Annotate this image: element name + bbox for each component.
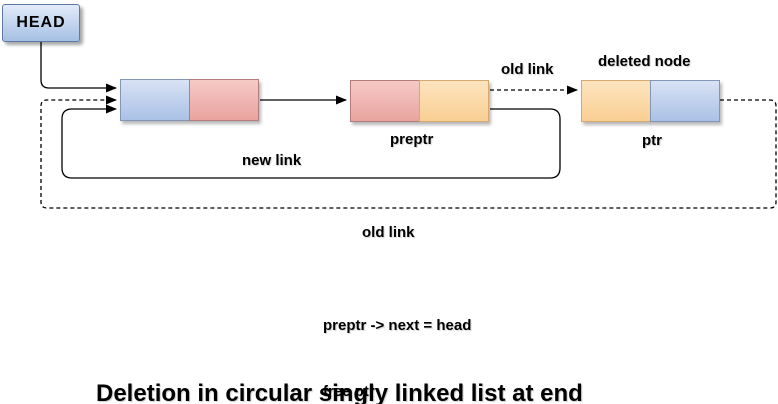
new-link-loop	[61, 104, 561, 179]
old-link-loop	[40, 95, 777, 209]
preptr-node-data-cell	[350, 80, 420, 122]
diagram-title: Deletion in circular singly linked list …	[96, 380, 583, 404]
first-node-next-cell	[189, 79, 259, 121]
first-node	[120, 79, 259, 121]
preptr-node	[350, 80, 489, 122]
code-line-1: preptr -> next = head	[323, 317, 472, 334]
old-link-bottom-label: old link	[362, 224, 415, 241]
deleted-node-next-cell	[650, 80, 720, 122]
head-label: HEAD	[16, 14, 66, 31]
deleted-node-label: deleted node	[598, 53, 691, 70]
ptr-label: ptr	[642, 132, 662, 149]
first-node-data-cell	[120, 79, 190, 121]
code-block: preptr -> next = head free ptr	[323, 271, 471, 404]
preptr-node-next-cell	[419, 80, 489, 122]
head-pointer-box: HEAD	[2, 4, 80, 42]
old-link-top-label: old link	[501, 61, 554, 78]
deleted-node-data-cell	[581, 80, 651, 122]
new-link-label: new link	[242, 152, 302, 169]
deleted-node	[581, 80, 720, 122]
head-to-first-arrow	[40, 40, 117, 93]
code-line-2: free ptr	[323, 383, 375, 400]
preptr-label: preptr	[390, 131, 434, 148]
